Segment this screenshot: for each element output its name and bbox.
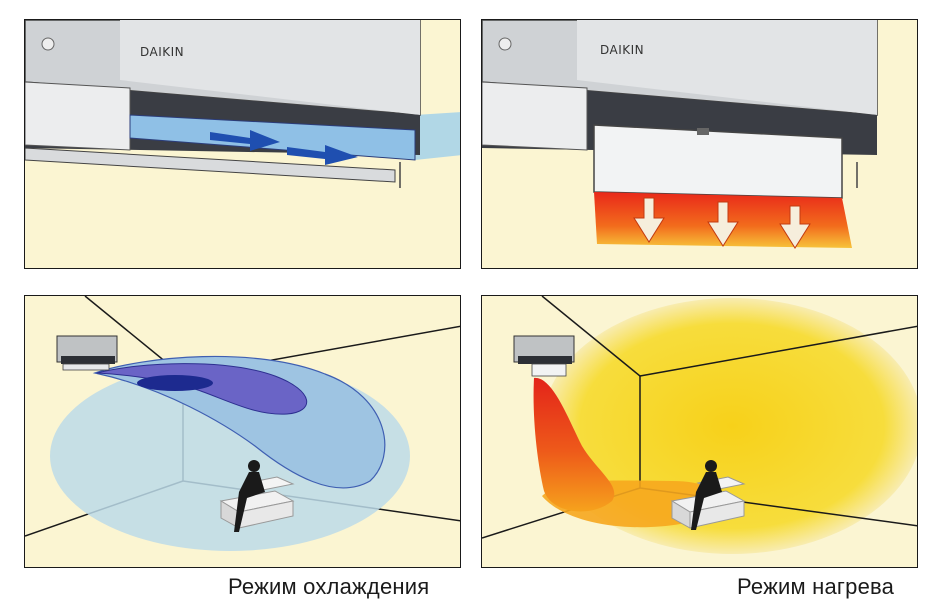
unit-indicator xyxy=(498,37,512,51)
unit-brand-label: DAIKIN xyxy=(600,43,644,57)
wall-unit xyxy=(513,335,575,377)
cooling-room-panel xyxy=(24,295,461,568)
cooling-unit-closeup-panel: DAIKIN xyxy=(24,19,461,269)
unit-brand-label: DAIKIN xyxy=(140,45,184,59)
cooling-unit-illustration: DAIKIN xyxy=(25,20,460,188)
person-seated xyxy=(219,460,295,532)
heating-mode-caption: Режим нагрева xyxy=(737,574,895,599)
heating-unit-closeup-panel: DAIKIN xyxy=(481,19,918,269)
cool-louvre xyxy=(129,114,416,161)
unit-lower-tray xyxy=(25,147,396,183)
heating-unit-illustration: DAIKIN xyxy=(482,20,878,249)
unit-front-panel xyxy=(120,20,420,115)
heat-air-plume xyxy=(533,377,615,512)
unit-side-block xyxy=(25,81,131,151)
heating-room-panel xyxy=(481,295,918,568)
unit-indicator xyxy=(41,37,55,51)
person-seated xyxy=(670,460,746,530)
cool-airflow-band xyxy=(415,112,460,160)
flap-hinge xyxy=(697,128,709,135)
unit-side-block xyxy=(482,81,588,151)
cooling-room-illustration xyxy=(25,296,460,551)
cooling-mode-caption: Режим охлаждения xyxy=(228,574,430,599)
heat-arrow-1 xyxy=(633,197,665,243)
heat-arrow-3 xyxy=(779,205,811,249)
cool-arrow-1 xyxy=(210,130,280,151)
heat-flap xyxy=(593,124,843,199)
cool-arrow-2 xyxy=(287,145,358,165)
heat-arrows xyxy=(633,197,811,249)
heat-arrow-2 xyxy=(707,201,739,247)
wall-unit xyxy=(56,335,118,371)
unit-front-panel xyxy=(577,20,877,115)
cool-air-dense xyxy=(137,375,213,391)
heating-room-illustration xyxy=(482,296,917,554)
